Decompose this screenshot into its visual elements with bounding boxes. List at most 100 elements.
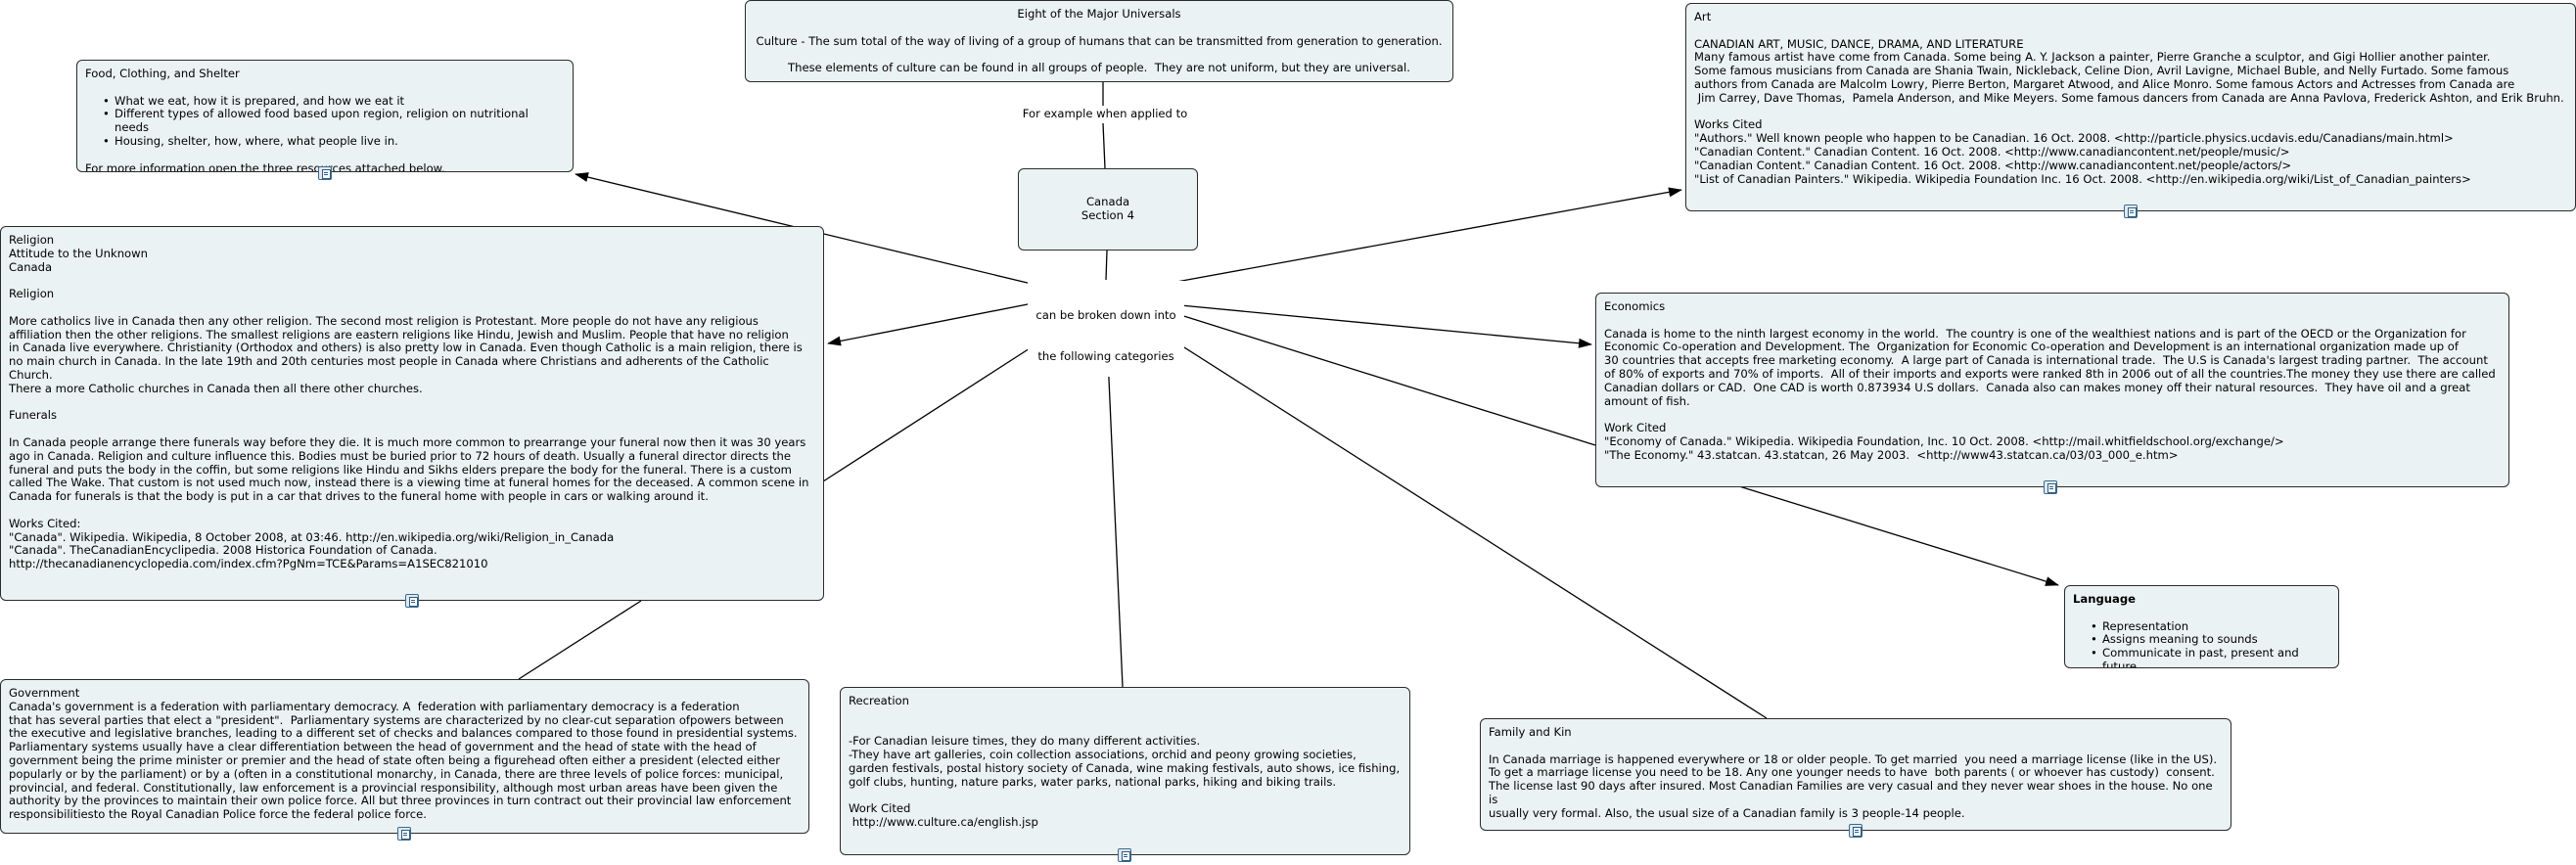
link-canada-categories (1105, 250, 1108, 281)
religion-node[interactable]: Religion Attitude to the Unknown Canada … (0, 226, 824, 601)
recreation-text-line: -They have art galleries, coin collectio… (849, 748, 1357, 762)
language-node[interactable]: Language Representation Assigns meaning … (2064, 585, 2339, 668)
art-heading: CANADIAN ART, MUSIC, DANCE, DRAMA, AND L… (1694, 36, 2024, 51)
canada-section: Section 4 (1081, 207, 1135, 222)
government-text-line: provincial, and federal. Constitutionall… (9, 780, 778, 795)
art-citation: "Canadian Content." Canadian Content. 16… (1694, 144, 2290, 159)
recreation-citation: http://www.culture.ca/english.jsp (849, 815, 1038, 830)
funerals-heading: Funerals (9, 408, 57, 423)
art-node[interactable]: Art CANADIAN ART, MUSIC, DANCE, DRAMA, A… (1685, 3, 2576, 211)
art-citation: "Authors." Well known people who happen … (1694, 131, 2454, 146)
government-text-line: popularly or by the parliament) or by a … (9, 766, 784, 781)
recreation-text-line: -For Canadian leisure times, they do man… (849, 734, 1201, 749)
religion-text-line: More catholics live in Canada then any o… (9, 313, 759, 328)
religion-text-line: There a more Catholic churches in Canada… (9, 381, 423, 395)
food-node[interactable]: Food, Clothing, and Shelter What we eat,… (76, 60, 574, 172)
document-icon[interactable] (405, 594, 419, 608)
link-to-government (518, 600, 642, 680)
link-to-family (1129, 312, 1768, 719)
link-to-art (1175, 187, 1682, 283)
categories-label-line2: the following categories (1037, 349, 1174, 363)
art-text-line: Many famous artist have come from Canada… (1694, 50, 2491, 65)
art-title: Art (1694, 10, 1712, 23)
family-text-line: The license last 90 days after insured. … (1489, 779, 2217, 806)
economics-citation: "The Economy." 43.statcan. 43.statcan, 2… (1604, 447, 2179, 462)
canada-node[interactable]: Canada Section 4 (1018, 168, 1198, 250)
religion-header-line: Attitude to the Unknown (9, 246, 148, 260)
recreation-node[interactable]: Recreation -For Canadian leisure times, … (840, 687, 1410, 855)
link-to-economics (1179, 304, 1592, 348)
recreation-text-line: garden festivals, postal history society… (849, 760, 1401, 775)
food-bullets: What we eat, how it is prepared, and how… (85, 94, 565, 149)
religion-text-line: no main church in Canada. In the late 19… (9, 354, 773, 382)
funerals-text-line: ago in Canada. Religion and culture infl… (9, 448, 792, 463)
link-label-example: For example when applied to (1015, 107, 1195, 120)
religion-citation: http://thecanadianencyclopedia.com/index… (9, 557, 488, 571)
funerals-text-line: Canada for funerals is that the body is … (9, 489, 709, 504)
link-label-canada (1102, 122, 1106, 169)
universals-definition: Culture - The sum total of the way of li… (756, 33, 1443, 48)
religion-header-line: Canada (9, 259, 53, 274)
economics-cited-heading: Work Cited (1604, 421, 1667, 435)
government-text-line: government being the prime minister or p… (9, 752, 781, 767)
document-icon[interactable] (318, 166, 332, 180)
religion-citation: "Canada". Wikipedia. Wikipedia, 8 Octobe… (9, 529, 615, 544)
art-text-line: Jim Carrey, Dave Thomas, Pamela Anderson… (1694, 90, 2564, 105)
religion-text-line: in Canada live everywhere. Christianity … (9, 341, 803, 355)
economics-text-line: Canada is home to the ninth largest econ… (1604, 326, 2466, 341)
government-text-line: authority by the provinces to maintain t… (9, 794, 792, 808)
religion-text-line: affiliation then the other religions. Th… (9, 327, 789, 341)
document-icon[interactable] (2044, 480, 2057, 494)
language-bullets: Representation Assigns meaning to sounds… (2073, 619, 2330, 667)
economics-text-line: Canadian dollars or CAD. One CAD is wort… (1604, 380, 2470, 394)
universals-title: Eight of the Major Universals (1017, 7, 1181, 21)
government-node[interactable]: Government Canada's government is a fede… (0, 679, 809, 834)
recreation-cited-heading: Work Cited (849, 801, 911, 816)
art-text-line: Some famous musicians from Canada are Sh… (1694, 64, 2509, 78)
family-title: Family and Kin (1489, 725, 1572, 739)
food-bullet: Housing, shelter, how, where, what peopl… (103, 134, 565, 149)
religion-header-line: Religion (9, 233, 55, 247)
government-text-line: the executive and legislative branches, … (9, 726, 798, 741)
family-text-line: In Canada marriage is happened everywher… (1489, 751, 2218, 766)
food-bullet: Different types of allowed food based up… (103, 108, 565, 135)
language-title: Language (2073, 592, 2137, 606)
economics-text-line: 30 countries that accepts free marketing… (1604, 353, 2488, 368)
recreation-text-line: golf clubs, hunting, nature parks, water… (849, 774, 1337, 789)
funerals-text-line: funeral and puts the body in the coffin,… (9, 462, 792, 477)
document-icon[interactable] (1849, 824, 1863, 838)
food-footer: For more information open the three reso… (85, 160, 445, 172)
link-categories-to-economics-side (1173, 312, 1596, 446)
link-to-religion (827, 302, 1034, 346)
family-node[interactable]: Family and Kin In Canada marriage is hap… (1480, 718, 2231, 831)
government-text-line: that has several parties that elect a "p… (9, 712, 784, 727)
categories-label-line1: can be broken down into (1035, 308, 1176, 322)
art-citation: "List of Canadian Painters." Wikipedia. … (1694, 171, 2471, 186)
religion-heading: Religion (9, 287, 55, 301)
family-text-line: usually very formal. Also, the usual siz… (1489, 805, 1965, 820)
universals-node[interactable]: Eight of the Major Universals Culture - … (745, 0, 1453, 82)
art-text-line: authors from Canada are Malcolm Lowry, P… (1694, 76, 2515, 91)
food-title: Food, Clothing, and Shelter (85, 67, 240, 80)
government-text-line: Parliamentary systems usually have a cle… (9, 740, 757, 754)
funerals-text-line: called The Wake. That custom is not used… (9, 476, 809, 490)
economics-node[interactable]: Economics Canada is home to the ninth la… (1595, 293, 2509, 487)
document-icon[interactable] (397, 827, 411, 841)
link-label-categories: can be broken down into the following ca… (1028, 281, 1184, 377)
government-text-line: responsibilitiesto the Royal Canadian Po… (9, 807, 427, 822)
economics-text-line: Economic Co-operation and Development. T… (1604, 340, 2459, 354)
religion-citation: "Canada". TheCanadianEncyclipedia. 2008 … (9, 543, 437, 558)
language-bullet: Communicate in past, present and future (2091, 646, 2330, 667)
economics-text-line: of 80% of exports and 70% of imports. Al… (1604, 366, 2496, 381)
document-icon[interactable] (2124, 205, 2138, 218)
government-text-line: Canada's government is a federation with… (9, 699, 740, 713)
recreation-title: Recreation (849, 694, 909, 707)
funerals-text-line: In Canada people arrange there funerals … (9, 434, 806, 449)
document-icon[interactable] (1118, 848, 1131, 862)
art-cited-heading: Works Cited (1694, 117, 1763, 132)
art-citation: "Canadian Content." Canadian Content. 16… (1694, 158, 2292, 172)
food-bullet: What we eat, how it is prepared, and how… (103, 94, 565, 109)
economics-title: Economics (1604, 299, 1666, 313)
family-text-line: To get a marriage license you need to be… (1489, 765, 2215, 780)
government-title: Government (9, 686, 80, 700)
